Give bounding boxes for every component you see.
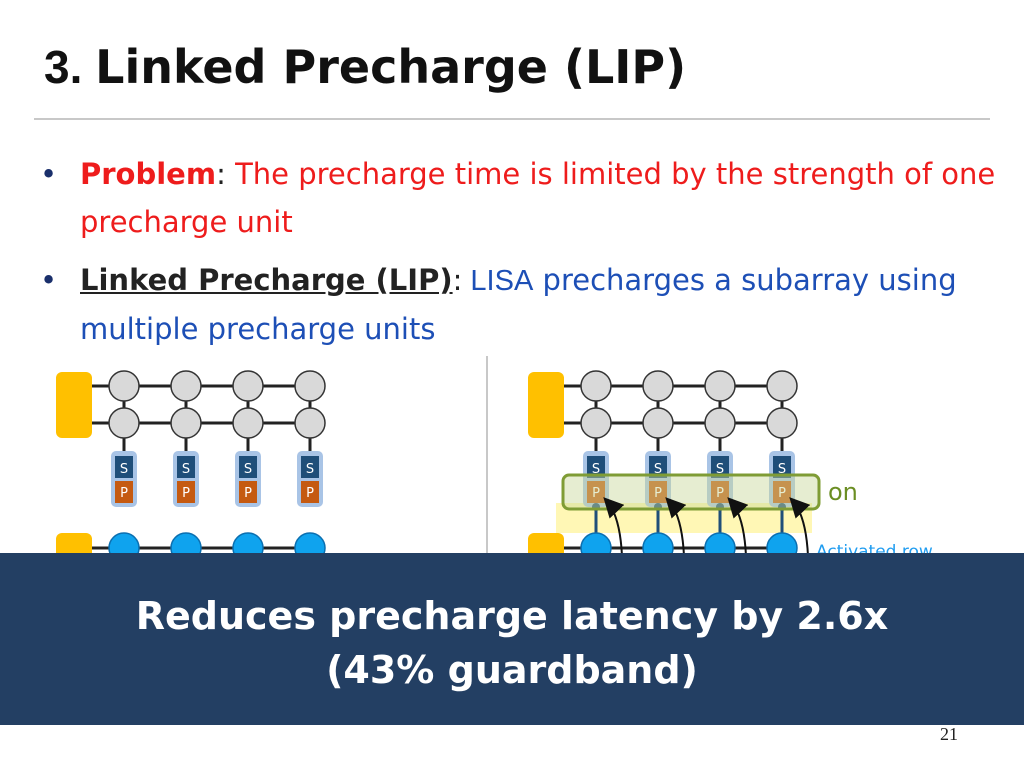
- precharge-unit-label: P: [182, 486, 190, 501]
- precharge-unit: [301, 481, 319, 503]
- precharge-unit: [587, 481, 605, 503]
- bullet-problem-text: The precharge time is limited by the str…: [80, 157, 996, 239]
- dram-cell: [294, 370, 326, 402]
- sense-amp-label: S: [592, 462, 600, 477]
- precharge-unit-label: P: [120, 486, 128, 501]
- sense-amp: [773, 456, 791, 478]
- sense-amp-label: S: [716, 462, 724, 477]
- sense-amp-label: S: [778, 462, 786, 477]
- dram-cell: [704, 370, 736, 402]
- sense-amp: [177, 456, 195, 478]
- sense-amp: [301, 456, 319, 478]
- dram-cell: [766, 407, 798, 439]
- bullet-problem: • Problem: The precharge time is limited…: [40, 150, 1000, 246]
- bullet-dot: •: [40, 263, 58, 297]
- bullet-lip-text: precharges a subarray using multiple pre…: [80, 263, 957, 346]
- precharge-unit-label: P: [592, 486, 600, 501]
- sense-amp-label: S: [306, 462, 314, 477]
- precharge-arrow: [603, 497, 625, 557]
- linked-precharge-box: [561, 473, 821, 511]
- dram-cell: [642, 407, 674, 439]
- precharge-unit-label: P: [778, 486, 786, 501]
- sense-amp: [239, 456, 257, 478]
- sense-amp: [649, 456, 667, 478]
- result-banner: Reduces precharge latency by 2.6x (43% g…: [0, 553, 1024, 725]
- bullet-lip-lisa: LISA: [462, 265, 534, 297]
- sense-amp-label: S: [120, 462, 128, 477]
- title-number: 3.: [44, 41, 83, 93]
- page-number: 21: [940, 724, 958, 744]
- dram-cell: [704, 407, 736, 439]
- banner-line-1: Reduces precharge latency by 2.6x: [135, 594, 889, 638]
- sense-amp: [711, 456, 729, 478]
- bullet-problem-label: Problem: [80, 157, 217, 191]
- dram-cell: [294, 407, 326, 439]
- bullet-problem-sep: :: [216, 157, 226, 191]
- dram-cell: [170, 370, 202, 402]
- precharge-unit: [239, 481, 257, 503]
- precharge-unit: [773, 481, 791, 503]
- dram-cell: [108, 370, 140, 402]
- dram-cell: [170, 407, 202, 439]
- precharge-unit: [177, 481, 195, 503]
- bullet-lip-sep: :: [452, 263, 463, 297]
- sense-amp-label: S: [244, 462, 252, 477]
- dram-cell: [580, 370, 612, 402]
- dram-cell: [232, 407, 264, 439]
- dram-cell: [232, 370, 264, 402]
- precharge-unit-label: P: [716, 486, 724, 501]
- precharge-arrow: [789, 497, 811, 557]
- precharge-unit-label: P: [654, 486, 662, 501]
- bullet-lip: • Linked Precharge (LIP): LISA precharge…: [40, 256, 1000, 353]
- bank-bar: [528, 372, 564, 438]
- title-text: Linked Precharge (LIP): [95, 40, 687, 94]
- bank-bar: [56, 372, 92, 438]
- precharge-unit: [649, 481, 667, 503]
- precharge-unit: [711, 481, 729, 503]
- bullet-dot: •: [40, 157, 58, 191]
- precharge-unit-label: P: [244, 486, 252, 501]
- precharge-arrow: [665, 497, 687, 557]
- precharge-arrow: [727, 497, 749, 557]
- sense-amp: [115, 456, 133, 478]
- banner-line-2: (43% guardband): [326, 648, 698, 692]
- sense-amp: [587, 456, 605, 478]
- dram-cell: [766, 370, 798, 402]
- sense-amp-label: S: [182, 462, 190, 477]
- dram-cell: [108, 407, 140, 439]
- precharge-unit: [115, 481, 133, 503]
- dram-cell: [642, 370, 674, 402]
- title-divider: [34, 118, 990, 120]
- bullet-lip-label: Linked Precharge (LIP): [80, 263, 453, 297]
- dram-cell: [580, 407, 612, 439]
- precharge-unit-label: P: [306, 486, 314, 501]
- sense-amp-label: S: [654, 462, 662, 477]
- bullet-list: • Problem: The precharge time is limited…: [40, 150, 1000, 353]
- on-label: on: [828, 478, 858, 506]
- slide-title: 3. Linked Precharge (LIP): [44, 40, 686, 94]
